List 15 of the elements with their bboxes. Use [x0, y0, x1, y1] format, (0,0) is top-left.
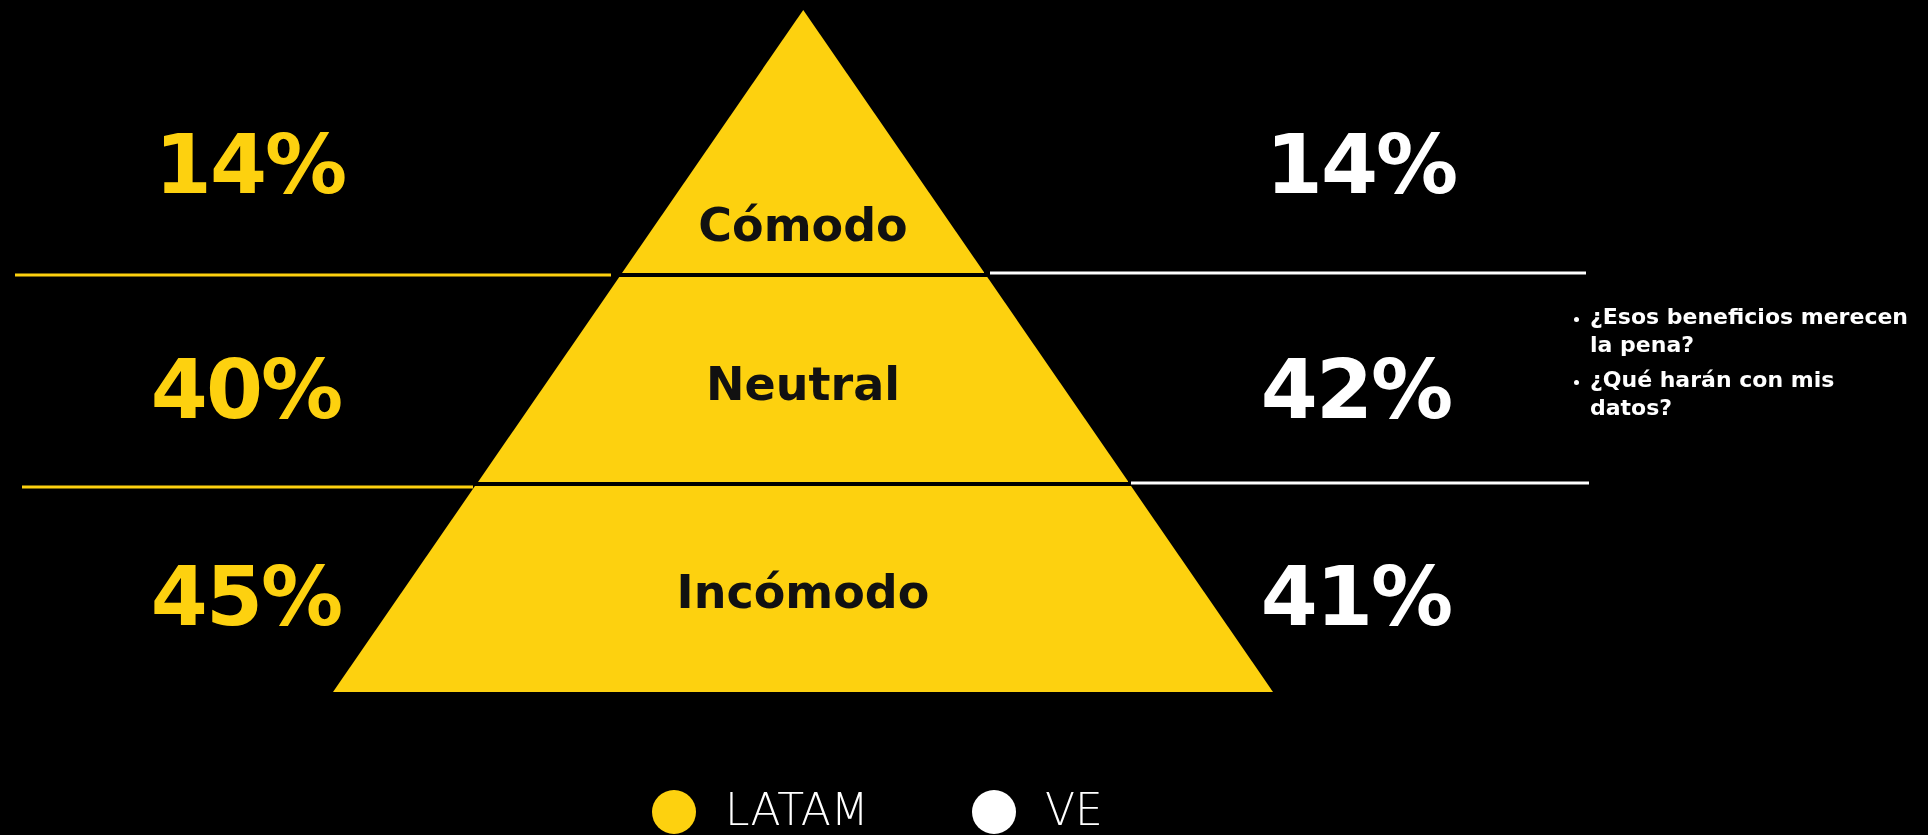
legend-label: LATAM: [725, 784, 869, 835]
percentage-value: 41%: [1260, 548, 1452, 644]
percentage-value: 40%: [150, 341, 342, 437]
level-label: Incómodo: [675, 565, 931, 619]
pyramid-level: [477, 277, 1129, 482]
level-label: Cómodo: [697, 198, 909, 252]
percentage-value: 42%: [1260, 341, 1452, 437]
level-label: Neutral: [705, 357, 901, 411]
percentage-value: 14%: [154, 116, 346, 212]
bullet-text: ¿Esos beneficios merecen la pena?: [1590, 303, 1909, 358]
percentage-value: 45%: [150, 548, 342, 644]
bullet-text: ¿Qué harán con mis datos?: [1590, 366, 1836, 421]
pyramid-level: [621, 10, 985, 273]
legend-label: VE: [1045, 784, 1103, 835]
percentage-value: 14%: [1265, 116, 1457, 212]
